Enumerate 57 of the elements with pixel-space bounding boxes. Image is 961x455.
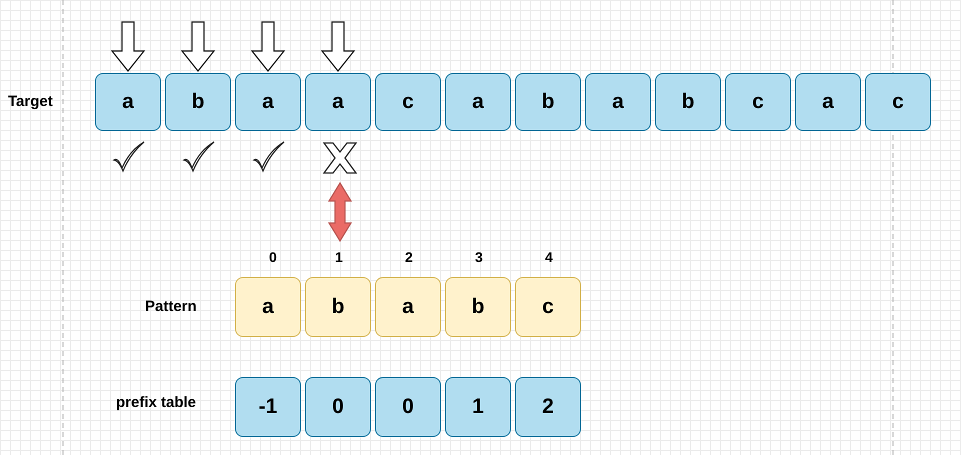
cell-text: b (192, 90, 204, 114)
cell-text: 2 (542, 395, 554, 419)
cell-text: a (472, 90, 484, 114)
cell-text: a (612, 90, 624, 114)
pattern-char-box (305, 277, 371, 337)
row-label: prefix table (116, 394, 196, 411)
cell-text: a (262, 295, 274, 319)
arrow (250, 21, 286, 72)
prefix-value-box (305, 377, 371, 437)
index-number: 0 (269, 249, 277, 265)
text-box (865, 73, 931, 131)
cell-text: 0 (332, 395, 344, 419)
index-number: 1 (335, 249, 343, 265)
text-box (585, 73, 651, 131)
cell-text: a (262, 90, 274, 114)
arrow (320, 21, 356, 72)
text-box (235, 73, 301, 131)
prefix-value-box (515, 377, 581, 437)
pattern-char-box (445, 277, 511, 337)
prefix-value-box (445, 377, 511, 437)
index-number: 2 (405, 249, 413, 265)
cell-text: b (682, 90, 694, 114)
text-box (725, 73, 791, 131)
text-box (165, 73, 231, 131)
index-number: 3 (475, 249, 483, 265)
text-box (375, 73, 441, 131)
prefix-value-box (235, 377, 301, 437)
cell-text: c (892, 90, 904, 114)
cell-text: b (472, 295, 484, 319)
cell-text: a (332, 90, 344, 114)
pattern-char-box (235, 277, 301, 337)
index-number: 4 (545, 249, 553, 265)
arrow (110, 21, 146, 72)
cell-text: c (402, 90, 414, 114)
text-box (515, 73, 581, 131)
cell-text: b (542, 90, 554, 114)
text-box (305, 73, 371, 131)
pattern-char-box (375, 277, 441, 337)
pattern-char-box (515, 277, 581, 337)
row-label: Pattern (145, 298, 197, 315)
text-box (95, 73, 161, 131)
cell-text: a (402, 295, 414, 319)
cell-text: 0 (402, 395, 414, 419)
text-box (655, 73, 721, 131)
cell-text: a (122, 90, 134, 114)
arrow (180, 21, 216, 72)
row-label: Target (8, 93, 53, 110)
text-box (445, 73, 511, 131)
cell-text: c (752, 90, 764, 114)
prefix-value-box (375, 377, 441, 437)
cell-text: c (542, 295, 554, 319)
double-arrow (328, 182, 352, 242)
cell-text: 1 (472, 395, 484, 419)
text-box (795, 73, 861, 131)
cell-text: -1 (258, 395, 278, 419)
cell-text: b (332, 295, 344, 319)
cell-text: a (822, 90, 834, 114)
